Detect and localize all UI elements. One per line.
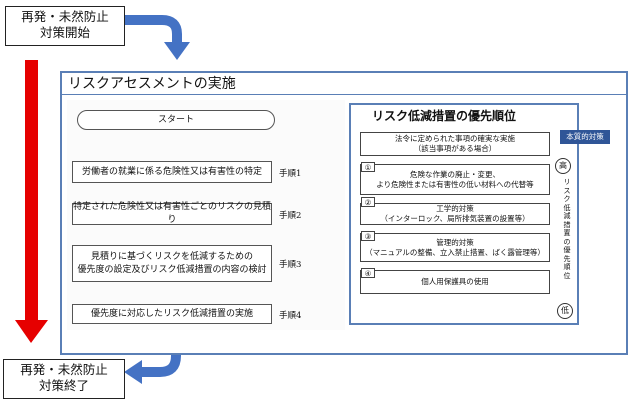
step-2: 特定された危険性又は有害性ごとのリスクの見積り bbox=[72, 202, 272, 225]
start-label: 再発・未然防止 対策開始 bbox=[5, 6, 125, 46]
essential-measures-tag: 本質的対策 bbox=[560, 130, 610, 144]
priority-item-2-line2: （インターロック、局所排気装置の設置等） bbox=[380, 214, 530, 223]
priority-vertical-label: リスク低減措置の優先順位 bbox=[563, 178, 571, 280]
step-4-text: 優先度に対応したリスク低減措置の実施 bbox=[90, 308, 253, 319]
step-4: 優先度に対応したリスク低減措置の実施 bbox=[72, 304, 272, 324]
low-marker: 低 bbox=[557, 303, 573, 319]
main-title: リスクアセスメントの実施 bbox=[62, 73, 626, 95]
step-3-tag: 手順3 bbox=[279, 260, 302, 270]
step-2-tag: 手順2 bbox=[279, 211, 302, 221]
priority-item-1-line1: 危険な作業の廃止・変更、 bbox=[410, 169, 500, 179]
priority-item-legal: 法令に定められた事項の確実な実施 （該当事項がある場合） bbox=[360, 132, 550, 156]
priority-item-1: 危険な作業の廃止・変更、 より危険性または有害性の低い材料への代替等 bbox=[360, 164, 550, 195]
blue-curved-arrow-bottom bbox=[124, 336, 181, 384]
step-1: 労働者の就業に係る危険性又は有害性の特定 bbox=[72, 161, 272, 183]
priority-item-1-line2: より危険性または有害性の低い材料への代替等 bbox=[376, 179, 534, 189]
blue-curved-arrow-top bbox=[125, 15, 190, 60]
priority-item-legal-line2: （該当事項がある場合） bbox=[413, 144, 497, 153]
step-start: スタート bbox=[77, 110, 275, 130]
priority-item-3-line1: 管理的対策 bbox=[436, 237, 474, 247]
start-label-text: 再発・未然防止 対策開始 bbox=[21, 9, 109, 40]
priority-num-3: ③ bbox=[361, 231, 375, 241]
step-4-tag: 手順4 bbox=[279, 311, 302, 321]
step-1-text: 労働者の就業に係る危険性又は有害性の特定 bbox=[81, 166, 262, 177]
priority-num-1: ① bbox=[361, 162, 375, 172]
priority-item-3: 管理的対策 （マニュアルの整備、立入禁止措置、ばく露管理等） bbox=[360, 233, 550, 262]
priority-item-legal-line1: 法令に定められた事項の確実な実施 bbox=[395, 134, 515, 143]
step-3-text: 見積りに基づくリスクを低減するための 優先度の設定及びリスク低減措置の内容の検討 bbox=[77, 251, 267, 275]
priority-num-2: ② bbox=[361, 197, 375, 207]
priority-item-2: 工学的対策 （インターロック、局所排気装置の設置等） bbox=[360, 203, 550, 225]
priority-item-4-line1: 個人用保護具の使用 bbox=[421, 277, 489, 286]
priority-item-2-line1: 工学的対策 bbox=[436, 204, 474, 213]
end-label: 再発・未然防止 対策終了 bbox=[3, 359, 125, 399]
priority-num-4: ④ bbox=[361, 268, 375, 278]
priority-item-3-line2: （マニュアルの整備、立入禁止措置、ばく露管理等） bbox=[365, 247, 545, 257]
step-1-tag: 手順1 bbox=[279, 169, 302, 179]
step-3: 見積りに基づくリスクを低減するための 優先度の設定及びリスク低減措置の内容の検討 bbox=[72, 245, 272, 282]
priority-item-4: 個人用保護具の使用 bbox=[360, 270, 550, 294]
red-down-arrow bbox=[15, 60, 48, 343]
step-2-text: 特定された危険性又は有害性ごとのリスクの見積り bbox=[73, 202, 271, 225]
step-start-text: スタート bbox=[157, 114, 194, 125]
high-marker: 高 bbox=[555, 158, 571, 174]
end-label-text: 再発・未然防止 対策終了 bbox=[20, 362, 108, 393]
priority-title: リスク低減措置の優先順位 bbox=[372, 109, 517, 123]
